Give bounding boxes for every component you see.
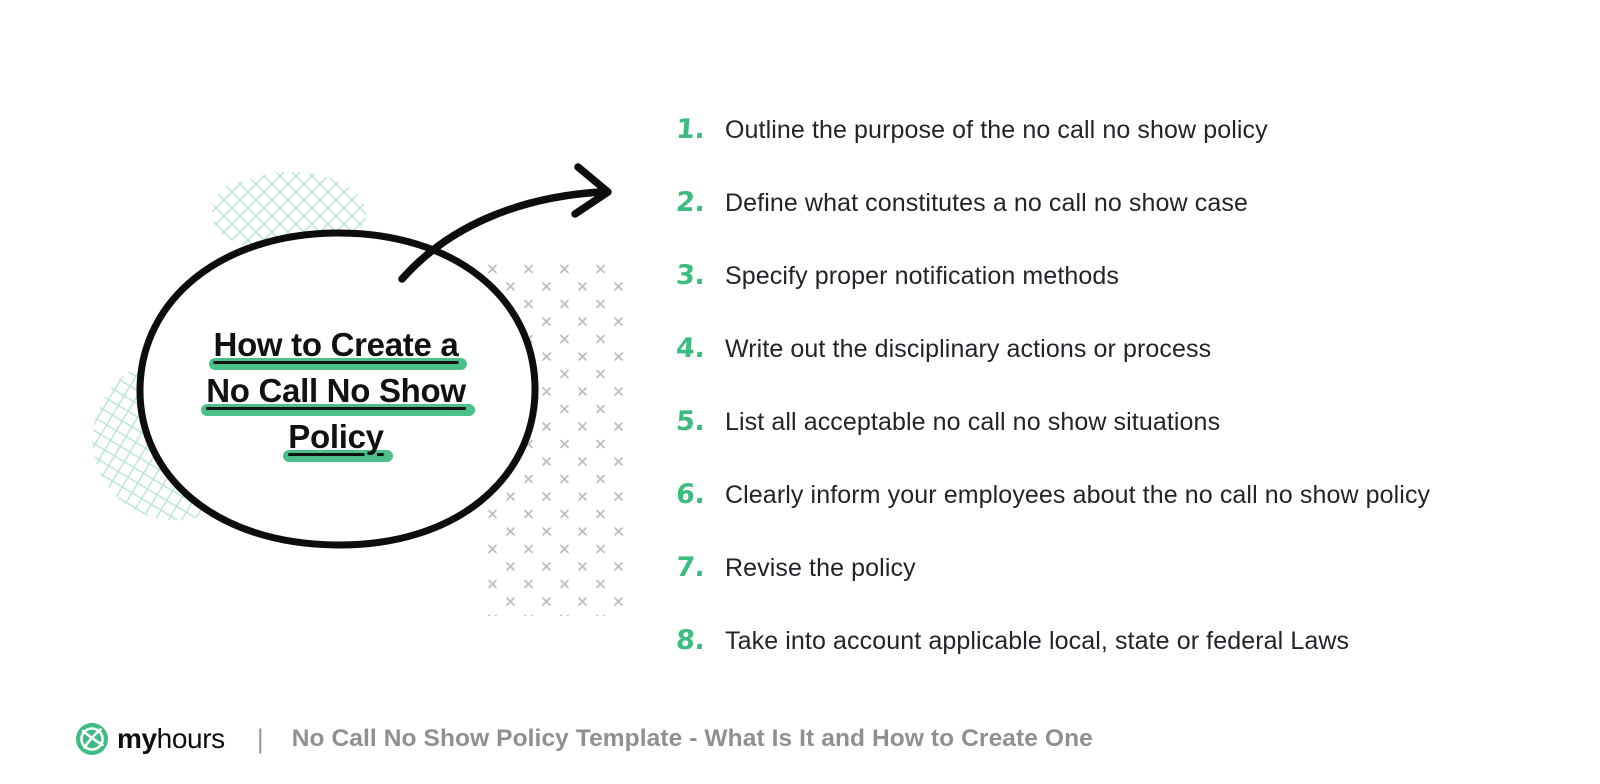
footer: myhours | No Call No Show Policy Templat… bbox=[75, 714, 1093, 764]
step-number: 3. bbox=[674, 260, 707, 291]
step-text: Take into account applicable local, stat… bbox=[725, 627, 1350, 655]
step-number: 2. bbox=[674, 187, 707, 218]
step-item: 2. Define what constitutes a no call no … bbox=[674, 185, 1430, 221]
step-number: 7. bbox=[674, 552, 707, 583]
step-number: 8. bbox=[674, 625, 707, 656]
step-item: 6. Clearly inform your employees about t… bbox=[674, 477, 1431, 513]
bubble-title: How to Create a No Call No Show Policy bbox=[148, 322, 524, 462]
brand-text-hours: hours bbox=[156, 723, 225, 754]
step-text: List all acceptable no call no show situ… bbox=[725, 408, 1221, 436]
brand: myhours bbox=[75, 722, 225, 756]
steps-list: 1. Outline the purpose of the no call no… bbox=[674, 112, 1431, 659]
footer-separator: | bbox=[256, 723, 264, 754]
step-text: Write out the disciplinary actions or pr… bbox=[725, 335, 1212, 363]
brand-text: myhours bbox=[117, 722, 225, 756]
step-item: 1. Outline the purpose of the no call no… bbox=[674, 112, 1430, 148]
step-text: Define what constitutes a no call no sho… bbox=[725, 189, 1248, 217]
step-item: 4. Write out the disciplinary actions or… bbox=[674, 331, 1430, 367]
brand-text-my: my bbox=[117, 723, 157, 754]
step-text: Specify proper notification methods bbox=[725, 262, 1119, 290]
step-text: Clearly inform your employees about the … bbox=[725, 481, 1431, 509]
footer-caption: No Call No Show Policy Template - What I… bbox=[291, 725, 1093, 752]
step-item: 5. List all acceptable no call no show s… bbox=[674, 404, 1430, 440]
step-number: 1. bbox=[674, 114, 707, 145]
step-number: 5. bbox=[674, 406, 707, 437]
bubble-title-line1: How to Create a bbox=[208, 322, 468, 370]
bubble-title-line3: Policy bbox=[283, 414, 394, 462]
bubble-title-line2: No Call No Show bbox=[201, 368, 475, 416]
curved-arrow-icon bbox=[398, 163, 612, 283]
step-text: Revise the policy bbox=[725, 554, 916, 582]
myhours-clock-icon bbox=[76, 723, 108, 755]
hand-drawn-circle bbox=[136, 229, 539, 549]
step-item: 7. Revise the policy bbox=[674, 550, 1430, 586]
step-item: 8. Take into account applicable local, s… bbox=[674, 623, 1430, 659]
bubble-art bbox=[92, 163, 624, 616]
step-item: 3. Specify proper notification methods bbox=[674, 258, 1430, 294]
step-number: 6. bbox=[674, 479, 707, 510]
step-number: 4. bbox=[674, 333, 707, 364]
step-text: Outline the purpose of the no call no sh… bbox=[725, 116, 1268, 144]
